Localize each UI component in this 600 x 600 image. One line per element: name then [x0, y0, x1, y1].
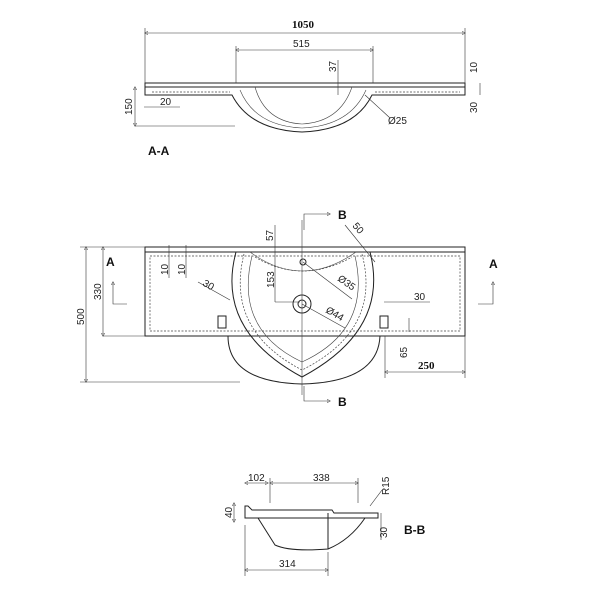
back-edge: [144, 246, 466, 253]
dim-50: 50: [350, 221, 366, 237]
countertop-section: [244, 505, 379, 519]
countertop-outline: [144, 251, 466, 337]
tap-hole: [299, 258, 307, 266]
dim-r15: R15: [381, 476, 392, 495]
dim-330: 330: [93, 283, 104, 300]
svg-text:A: A: [106, 255, 115, 269]
dim-500: 500: [76, 308, 87, 325]
dim-30-left: 30: [201, 278, 217, 293]
dim-10-top: 10: [469, 61, 480, 73]
svg-text:A: A: [489, 257, 498, 271]
plan-view: 500 330 10 10 57 153 50 Ø35 Ø44 30 30 65…: [76, 208, 498, 409]
dim-10-b: 10: [177, 263, 188, 275]
bowl-wall-profile: [239, 89, 367, 129]
dim-30-right: 30: [414, 292, 426, 303]
section-title-a-a: A-A: [148, 144, 170, 158]
bracket-right: [379, 315, 389, 329]
dim-153: 153: [266, 271, 277, 288]
dim-20: 20: [160, 97, 172, 108]
dim-57: 57: [265, 229, 276, 241]
dim-1050: 1050: [292, 19, 315, 31]
section-b-b-view: 102 338 R15 40 30 314 B-B: [224, 473, 426, 576]
bowl-rim: [239, 253, 367, 371]
dim-515: 515: [293, 39, 310, 50]
dim-dia-44: Ø44: [324, 305, 346, 324]
dim-150: 150: [124, 98, 135, 115]
sink-underside-profile: [144, 87, 466, 133]
svg-text:B: B: [338, 208, 347, 222]
bowl-inner-profile: [254, 86, 353, 125]
section-marker-a-left: A: [106, 255, 127, 305]
section-marker-b-bottom: B: [303, 386, 347, 409]
dim-10-a: 10: [160, 263, 171, 275]
section-title-b-b: B-B: [404, 523, 426, 537]
bracket-left: [217, 315, 227, 329]
bowl-basin: [248, 255, 359, 363]
svg-text:B: B: [338, 395, 347, 409]
section-a-a-view: 1050 515 37 10 30 150 20 Ø25 A-A: [124, 19, 481, 158]
dim-30-edge: 30: [469, 101, 480, 113]
dim-314: 314: [279, 559, 296, 570]
dim-338: 338: [313, 473, 330, 484]
dim-dia-35: Ø35: [335, 273, 357, 293]
dim-65: 65: [399, 346, 410, 358]
bowl-section: [257, 517, 366, 551]
section-marker-b-top: B: [303, 208, 347, 230]
dim-30-bb: 30: [379, 526, 390, 538]
counter-inner-rim: [149, 255, 461, 332]
dim-250: 250: [418, 360, 435, 372]
bowl-front-outer: [227, 335, 381, 385]
countertop-slab: [144, 82, 466, 88]
tap-deck-curve: [249, 251, 357, 272]
section-marker-a-right: A: [478, 257, 498, 305]
dim-dia-25: Ø25: [388, 116, 407, 127]
dim-102: 102: [248, 473, 265, 484]
dim-37: 37: [328, 60, 339, 72]
dim-40: 40: [224, 506, 235, 518]
